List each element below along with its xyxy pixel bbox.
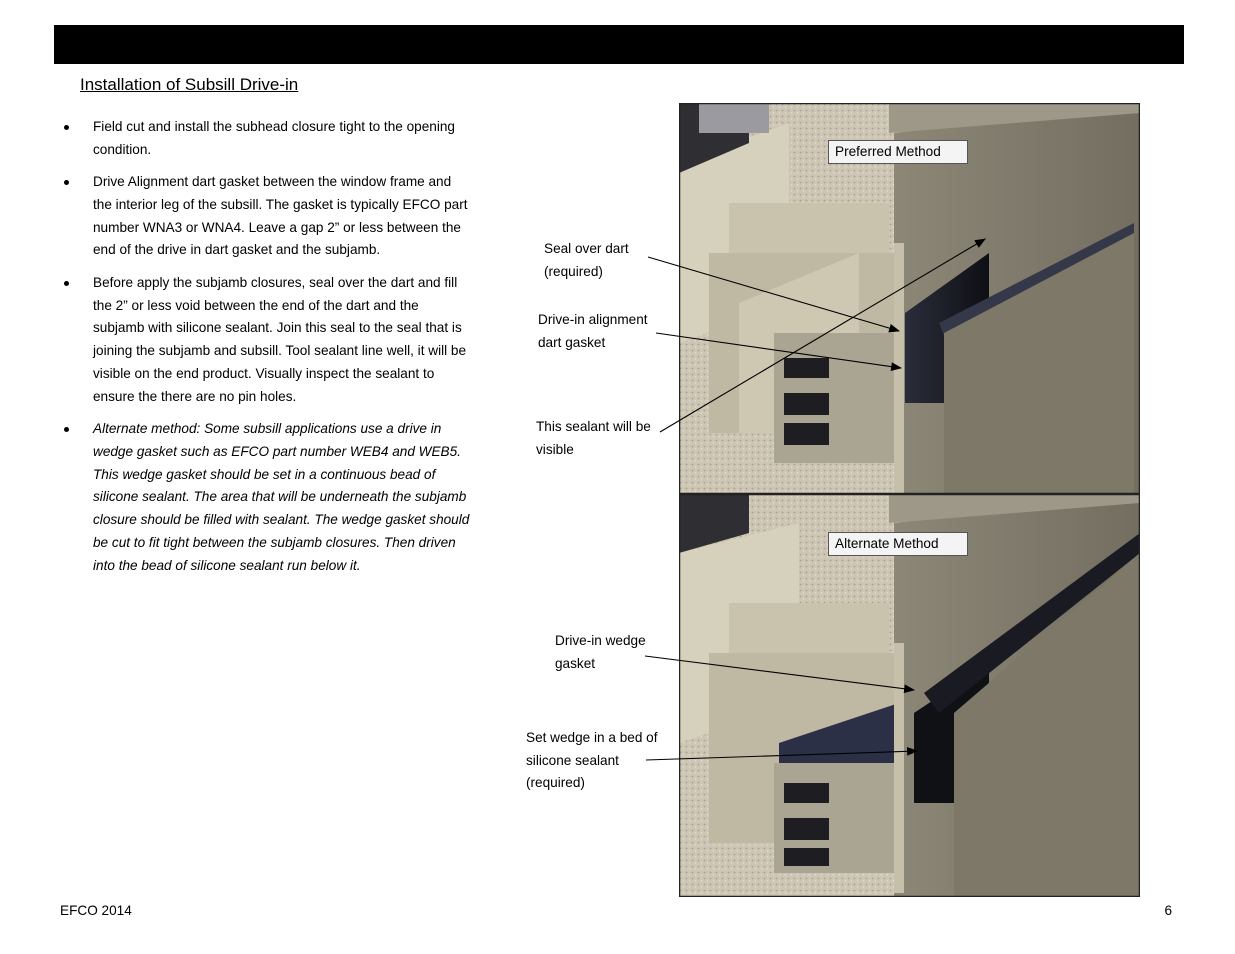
- list-item: Before apply the subjamb closures, seal …: [62, 272, 472, 409]
- callout-set-wedge: Set wedge in a bed of silicone sealant (…: [526, 730, 658, 791]
- page-title: Installation of Subsill Drive-in: [80, 75, 299, 94]
- bullet-icon: [64, 180, 69, 186]
- callout-drive-in-wedge: Drive-in wedge gasket: [555, 633, 646, 671]
- bullet-icon: [64, 125, 69, 130]
- footer-company: EFCO 2014: [60, 903, 132, 918]
- callout-sealant-visible: This sealant will be visible: [536, 419, 651, 457]
- instruction-list: Field cut and install the subhead closur…: [62, 116, 472, 587]
- page-number: 6: [1164, 903, 1172, 918]
- header-bar: [54, 25, 1184, 64]
- list-item: Alternate method: Some subsill applicati…: [62, 418, 472, 578]
- alternate-method-label: Alternate Method: [828, 532, 968, 556]
- callout-drive-in-alignment: Drive-in alignment dart gasket: [538, 312, 648, 350]
- list-item: Drive Alignment dart gasket between the …: [62, 171, 472, 262]
- list-item: Field cut and install the subhead closur…: [62, 116, 472, 162]
- preferred-method-label: Preferred Method: [828, 140, 968, 164]
- bullet-icon: [64, 427, 69, 433]
- installation-figure: Preferred Method Alternate Method: [678, 102, 1141, 898]
- bullet-icon: [64, 280, 69, 286]
- figure-illustration: [678, 102, 1141, 898]
- callout-seal-over-dart: Seal over dart (required): [544, 241, 629, 279]
